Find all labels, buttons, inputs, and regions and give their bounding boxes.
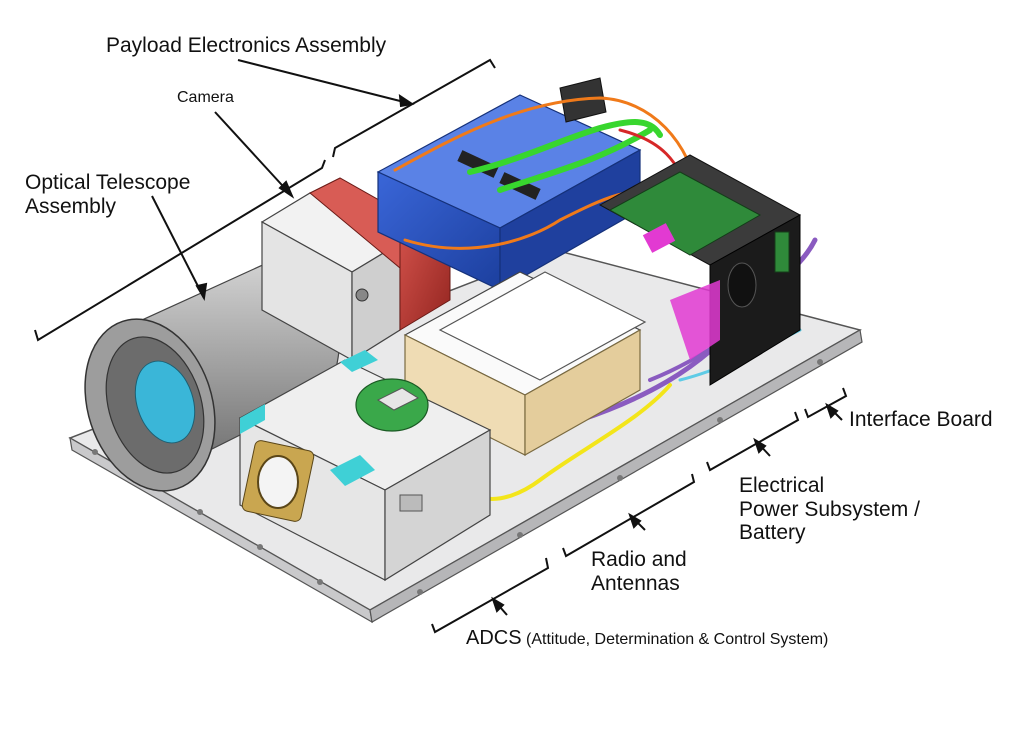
telescope-bracket	[34, 159, 326, 342]
base-screws	[92, 359, 823, 595]
label-radio-antennas: Radio and Antennas	[591, 548, 687, 595]
label-camera: Camera	[177, 89, 234, 106]
green-harness	[467, 119, 663, 175]
label-adcs: ADCS (Attitude, Determination & Control …	[466, 627, 828, 649]
leader-lines	[34, 58, 848, 634]
label-adcs-acronym: ADCS	[466, 627, 522, 649]
telescope-leader	[151, 195, 205, 299]
eps-battery	[598, 154, 802, 386]
radio-bracket	[562, 473, 696, 558]
adcs-bracket	[431, 557, 550, 634]
label-payload-electronics: Payload Electronics Assembly	[106, 34, 387, 57]
adcs-module	[238, 350, 492, 582]
camera-leader	[214, 111, 293, 197]
label-adcs-detail: (Attitude, Determination & Control Syste…	[526, 631, 829, 648]
eps-bracket	[706, 411, 800, 472]
orange-harness	[393, 96, 702, 202]
interface-bracket	[804, 387, 848, 419]
label-interface-board: Interface Board	[849, 408, 993, 431]
payload-leader	[237, 59, 413, 105]
label-optical-telescope: Optical Telescope Assembly	[25, 171, 191, 218]
radio-module	[403, 271, 647, 457]
label-eps-battery: Electrical Power Subsystem / Battery	[739, 474, 920, 545]
